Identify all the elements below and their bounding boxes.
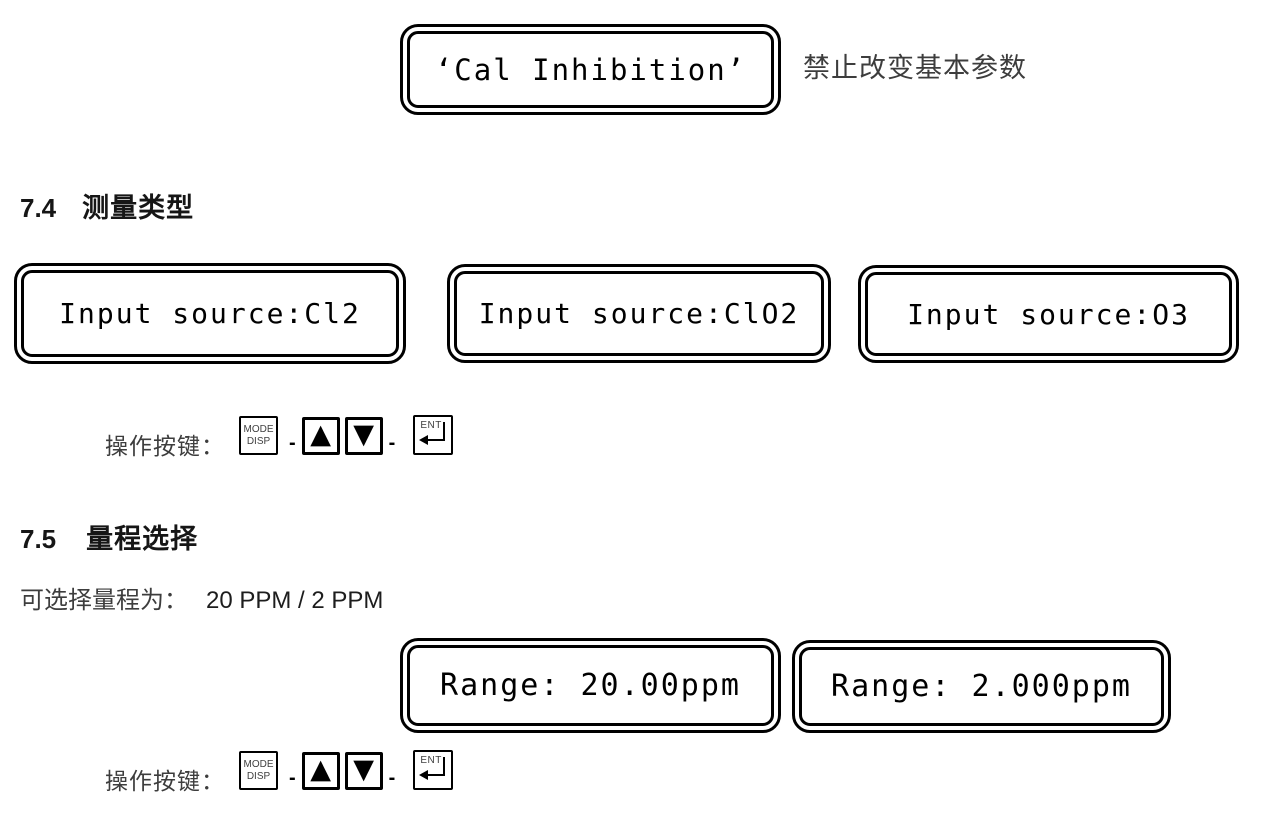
range-20ppm-text: Range: 20.00ppm	[407, 645, 774, 726]
operation-keys-label: 操作按键：	[105, 768, 225, 794]
key-separator: -	[388, 767, 396, 789]
down-arrow-key: ▼	[344, 752, 383, 790]
mode-key-text: MODE	[243, 759, 274, 770]
down-triangle-icon: ▼	[353, 419, 375, 450]
input-source-cl2-display: Input source:Cl2	[14, 263, 406, 364]
input-source-cl2-text: Input source:Cl2	[21, 270, 399, 357]
section-number: 7.4	[20, 193, 57, 223]
input-source-clo2-display: Input source:ClO2	[447, 264, 831, 363]
mode-disp-key: MODE DISP	[239, 751, 278, 790]
cal-inhibition-note: 禁止改变基本参数	[803, 53, 1027, 83]
operation-keys-row-measurement: 操作按键： MODE DISP - ▲ ▼ - ENT	[105, 415, 454, 461]
key-separator: -	[289, 767, 296, 789]
range-options-note: 可选择量程为： 20 PPM / 2 PPM	[20, 580, 383, 615]
up-triangle-icon: ▲	[310, 419, 332, 450]
up-arrow-key: ▲	[301, 417, 340, 455]
operation-keys-label: 操作按键：	[105, 433, 225, 459]
section-number: 7.5	[20, 524, 57, 554]
disp-key-text: DISP	[246, 435, 271, 447]
enter-key: ENT	[413, 750, 454, 790]
enter-arrow-icon	[419, 422, 446, 445]
section-title: 量程选择	[86, 524, 199, 554]
key-separator: -	[289, 432, 296, 454]
enter-key: ENT	[413, 415, 454, 455]
range-options-label: 可选择量程为：	[20, 587, 188, 614]
section-heading-measurement-type: 7.4 测量类型	[20, 186, 194, 225]
cal-inhibition-display-text: ‘Cal Inhibition’	[407, 31, 774, 108]
down-arrow-key: ▼	[344, 417, 383, 455]
section-title: 测量类型	[82, 193, 195, 223]
up-arrow-key: ▲	[301, 752, 340, 790]
key-separator: -	[388, 432, 396, 454]
mode-disp-key: MODE DISP	[239, 416, 278, 455]
enter-key-text: ENT	[420, 420, 442, 431]
input-source-o3-text: Input source:O3	[865, 272, 1232, 356]
input-source-clo2-text: Input source:ClO2	[454, 271, 824, 356]
operation-keys-row-range: 操作按键： MODE DISP - ▲ ▼ - ENT	[105, 750, 454, 796]
mode-key-text: MODE	[243, 424, 274, 435]
range-2ppm-display: Range: 2.000ppm	[792, 640, 1171, 733]
down-triangle-icon: ▼	[353, 754, 375, 785]
section-heading-range-select: 7.5 量程选择	[20, 517, 198, 556]
range-2ppm-text: Range: 2.000ppm	[799, 647, 1164, 726]
up-triangle-icon: ▲	[310, 754, 332, 785]
enter-arrow-icon	[419, 757, 446, 780]
input-source-o3-display: Input source:O3	[858, 265, 1239, 363]
cal-inhibition-display: ‘Cal Inhibition’	[400, 24, 781, 115]
range-options-value: 20 PPM / 2 PPM	[206, 587, 384, 614]
enter-key-text: ENT	[420, 755, 442, 766]
disp-key-text: DISP	[246, 770, 271, 782]
range-20ppm-display: Range: 20.00ppm	[400, 638, 781, 733]
